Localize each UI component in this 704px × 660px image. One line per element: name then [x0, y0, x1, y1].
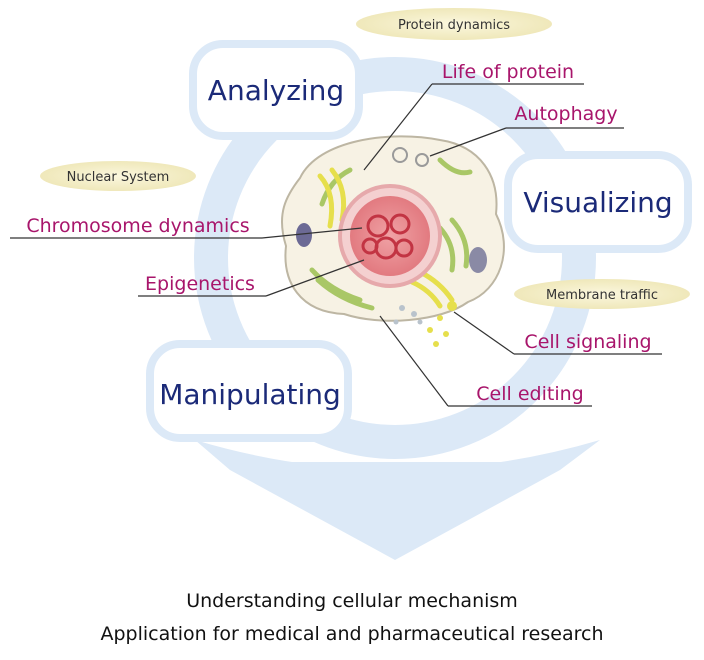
leader-lines — [10, 83, 662, 407]
endoplasmic-reticulum — [309, 157, 473, 311]
term-cell-signaling: Cell signaling — [524, 331, 651, 353]
term-cell-editing: Cell editing — [476, 383, 583, 405]
footer-application: Application for medical and pharmaceutic… — [100, 623, 604, 645]
small-vesicles — [393, 305, 423, 325]
analyzing-box: Analyzing — [189, 40, 363, 140]
nuclear-system-pill: Nuclear System — [40, 161, 196, 191]
vesicles — [427, 301, 457, 347]
membrane-traffic-pill: Membrane traffic — [514, 279, 690, 309]
analyzing-label: Analyzing — [208, 74, 344, 107]
nuclear-system-text: Nuclear System — [67, 170, 170, 185]
membrane-traffic-text: Membrane traffic — [546, 288, 658, 303]
term-autophagy: Autophagy — [514, 103, 617, 125]
manipulating-box: Manipulating — [146, 340, 352, 442]
autophagosome — [392, 147, 408, 163]
manipulating-label: Manipulating — [159, 378, 341, 411]
mitochondrion — [469, 247, 487, 273]
cell-illustration — [281, 135, 505, 347]
nucleus — [350, 196, 430, 276]
autophagosome — [415, 153, 429, 167]
mitochondrion — [296, 223, 312, 247]
visualizing-box: Visualizing — [504, 151, 692, 253]
term-life-of-protein: Life of protein — [442, 61, 574, 83]
footer-understanding: Understanding cellular mechanism — [186, 590, 518, 612]
visualizing-label: Visualizing — [523, 186, 672, 219]
term-epigenetics: Epigenetics — [145, 273, 255, 295]
protein-dynamics-pill: Protein dynamics — [356, 8, 552, 40]
chromatin — [361, 213, 414, 260]
cycle-arrow — [194, 57, 600, 560]
term-chromosome-dynamics: Chromosome dynamics — [26, 215, 249, 237]
protein-dynamics-text: Protein dynamics — [398, 18, 510, 33]
